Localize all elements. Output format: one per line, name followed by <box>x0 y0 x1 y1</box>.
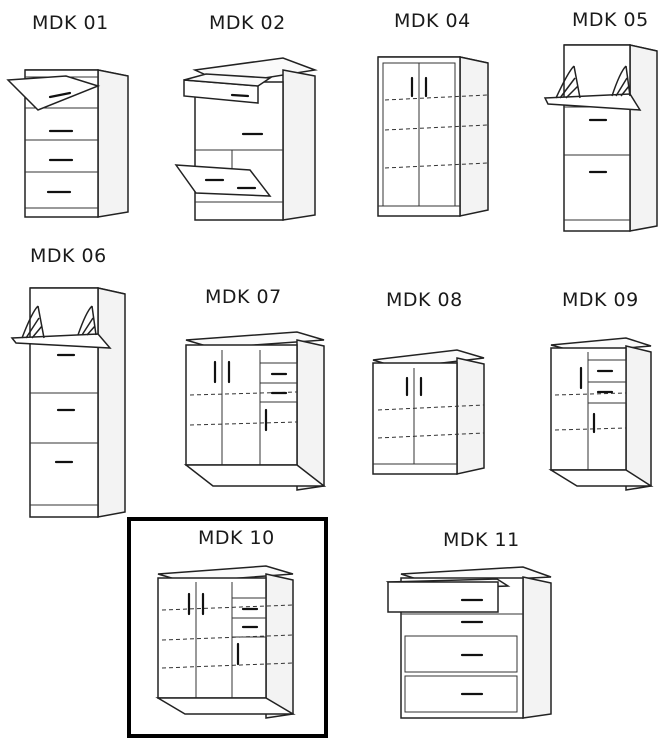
cabinet-mdk11[interactable] <box>385 566 552 719</box>
cabinet-mdk02[interactable] <box>174 57 318 221</box>
item-label-mdk10: MDK 10 <box>198 527 275 549</box>
cabinet-mdk04[interactable] <box>377 56 489 217</box>
cabinet-mdk07[interactable] <box>183 331 327 491</box>
item-label-mdk06: MDK 06 <box>30 245 107 267</box>
cabinet-mdk10[interactable] <box>155 565 296 719</box>
item-label-mdk04: MDK 04 <box>394 10 471 32</box>
item-label-mdk05: MDK 05 <box>572 9 649 31</box>
item-label-mdk02: MDK 02 <box>209 12 286 34</box>
cabinet-mdk01[interactable] <box>6 69 129 218</box>
item-label-mdk01: MDK 01 <box>32 12 109 34</box>
item-label-mdk09: MDK 09 <box>562 289 639 311</box>
cabinet-mdk09[interactable] <box>548 337 654 491</box>
cabinet-mdk06[interactable] <box>10 287 126 518</box>
item-label-mdk07: MDK 07 <box>205 286 282 308</box>
selection-frame[interactable] <box>127 517 328 738</box>
cabinet-mdk05[interactable] <box>543 44 658 232</box>
item-label-mdk08: MDK 08 <box>386 289 463 311</box>
cabinet-mdk08[interactable] <box>372 349 485 475</box>
item-label-mdk11: MDK 11 <box>443 529 520 551</box>
